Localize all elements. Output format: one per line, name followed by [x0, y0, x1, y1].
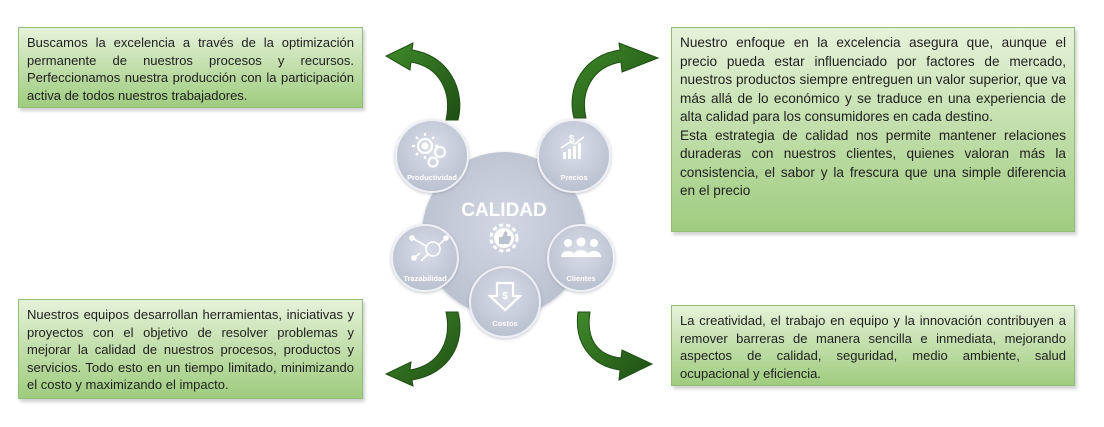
node-clientes: Clientes — [547, 224, 615, 292]
cost-down-arrow-icon: $ — [487, 281, 523, 312]
gears-icon — [412, 133, 447, 168]
node-label-precios: Precios — [560, 173, 587, 182]
curved-arrow-top-left — [384, 42, 461, 121]
node-productividad: Productividad — [395, 119, 469, 193]
node-label-productividad: Productividad — [407, 173, 457, 182]
text-box-precios: Nuestro enfoque en la excelencia asegura… — [671, 27, 1075, 232]
curved-arrow-bottom-left — [384, 311, 461, 387]
node-label-trazabilidad: Trazabilidad — [403, 274, 447, 283]
people-icon — [561, 237, 601, 257]
box-text: La creatividad, el trabajo en equipo y l… — [680, 313, 1066, 381]
node-trazabilidad: Trazabilidad — [391, 224, 459, 292]
center-title: CALIDAD — [461, 200, 547, 221]
curved-arrow-bottom-right — [576, 311, 654, 381]
price-chart-icon: $ — [560, 134, 585, 159]
center-hub: CALIDAD — [422, 152, 586, 316]
box-text-paragraph-1: Nuestro enfoque en la excelencia asegura… — [680, 35, 1066, 124]
box-text-paragraph-2: Esta estrategia de calidad nos permite m… — [680, 127, 1066, 199]
text-box-productividad: Buscamos la excelencia a través de la op… — [18, 27, 363, 108]
node-label-clientes: Clientes — [566, 274, 595, 283]
network-magnifier-icon — [409, 235, 449, 262]
svg-text:$: $ — [569, 134, 575, 145]
text-box-trazabilidad: Nuestros equipos desarrollan herramienta… — [18, 299, 363, 399]
box-text: Nuestros equipos desarrollan herramienta… — [27, 307, 354, 392]
node-precios: $ Precios — [537, 119, 611, 193]
node-costos: $ Costos — [469, 266, 541, 338]
text-box-clientes: La creatividad, el trabajo en equipo y l… — [671, 305, 1075, 386]
svg-text:$: $ — [502, 291, 508, 302]
node-label-costos: Costos — [492, 319, 517, 328]
curved-arrow-top-right — [571, 42, 660, 119]
box-text: Buscamos la excelencia a través de la op… — [27, 35, 354, 103]
thumbs-up-gear-icon — [489, 223, 519, 253]
